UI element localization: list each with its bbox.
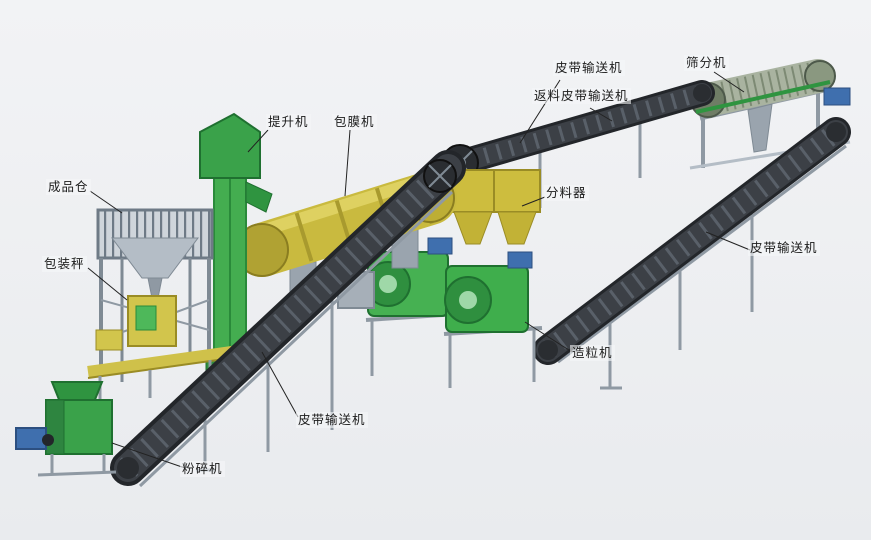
granulator-illustration	[365, 237, 543, 388]
label-distributor: 分料器	[544, 185, 589, 201]
label-crusher: 粉碎机	[180, 461, 225, 477]
label-belt-conveyor-main: 皮带输送机	[296, 412, 368, 428]
screening-machine-illustration	[689, 59, 851, 170]
distributor-illustration	[447, 169, 541, 245]
label-return-belt-conveyor: 返料皮带输送机	[532, 88, 631, 104]
label-coating-machine: 包膜机	[332, 114, 377, 130]
label-granulator: 造粒机	[570, 345, 615, 361]
crusher-illustration	[15, 381, 117, 477]
label-belt-conveyor-top: 皮带输送机	[553, 60, 625, 76]
right-belt-conveyor-illustration	[533, 117, 851, 390]
leader-lines	[87, 71, 751, 468]
bucket-elevator-illustration	[199, 112, 273, 373]
label-bucket-elevator: 提升机	[266, 114, 311, 130]
label-screening-machine: 筛分机	[684, 55, 729, 71]
label-packing-scale: 包装秤	[42, 256, 87, 272]
label-finished-product-bin: 成品仓	[46, 179, 91, 195]
main-belt-conveyor-illustration	[110, 150, 466, 488]
label-belt-conveyor-right: 皮带输送机	[748, 240, 820, 256]
